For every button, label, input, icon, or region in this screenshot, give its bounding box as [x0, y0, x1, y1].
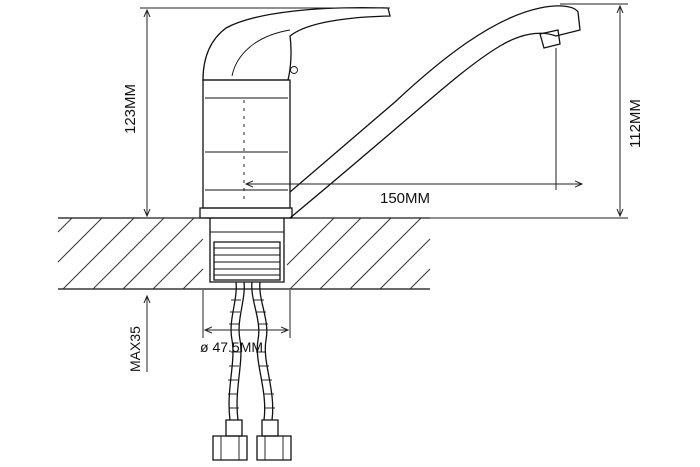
hose-nuts	[212, 419, 292, 461]
dim-total-height	[140, 7, 390, 219]
spout	[289, 5, 581, 219]
lever-handle	[202, 7, 391, 81]
label-max-thickness: MAX35	[127, 326, 143, 372]
label-total-height: 123MM	[122, 83, 139, 134]
countertop-hatching	[57, 217, 431, 290]
label-spout-reach: 150MM	[380, 190, 431, 207]
dim-spout-height	[292, 3, 628, 219]
label-base-diameter: ø 47.5MM	[200, 339, 264, 355]
flex-hoses	[212, 281, 292, 461]
label-spout-height: 112MM	[627, 99, 644, 148]
dim-spout-reach	[246, 48, 582, 190]
dim-base-diameter	[202, 290, 291, 338]
threaded-shank	[209, 218, 285, 283]
faucet-body	[199, 79, 293, 219]
countertop	[57, 217, 431, 290]
